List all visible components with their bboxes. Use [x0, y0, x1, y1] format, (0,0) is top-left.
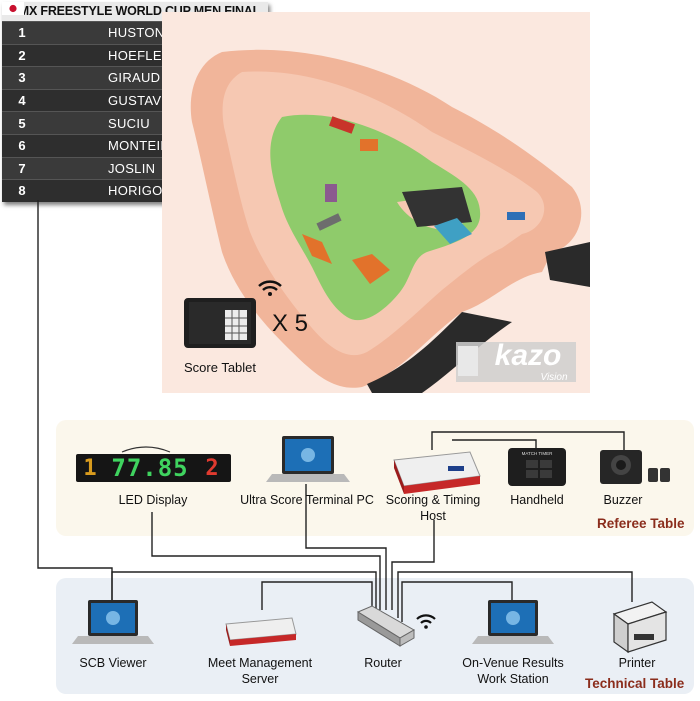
led-display-label: LED Display [118, 493, 188, 507]
rider-name: GUSTAVO [108, 93, 172, 109]
rider-name: JOSLIN [108, 160, 156, 176]
server-label-line1: Meet Management [207, 656, 313, 670]
rank-number: 5 [18, 115, 26, 131]
obstacle-blue-box [434, 218, 472, 244]
obstacle-orange-box [360, 139, 378, 151]
arena-dark-wall [367, 312, 512, 393]
scoring-host-label-line1: Scoring & Timing [385, 493, 481, 507]
router-label: Router [364, 656, 402, 670]
results-label-line2: Work Station [477, 672, 549, 686]
tablet-count-label: X 5 [271, 310, 309, 337]
score-tablet-icon [184, 298, 256, 348]
arena-green-floor [270, 114, 481, 321]
logo-sub-text: Vision [540, 372, 568, 383]
rank-number: 8 [18, 183, 26, 199]
scb-viewer-label: SCB Viewer [79, 656, 147, 670]
led-display-icon [76, 446, 231, 482]
score-tablet-label: Score Tablet [183, 360, 257, 375]
rider-name: SUCIU [108, 115, 150, 131]
scoring-host-icon [393, 451, 481, 494]
obstacle-purple-ramp [325, 184, 337, 202]
arena-illustration: Score Tablet X 5 kazo Vision [162, 12, 590, 393]
logo-main-text: kazo [494, 339, 562, 372]
obstacle-orange-ramp [302, 234, 332, 264]
obstacle-red-box [329, 116, 355, 134]
rank-number: 1 [18, 25, 26, 41]
technical-table-panel [56, 578, 694, 694]
led-right-digit: 2 [205, 455, 219, 481]
buzzer-label: Buzzer [603, 493, 643, 507]
referee-table-label: Referee Table [597, 516, 685, 531]
rank-number: 2 [18, 47, 26, 63]
wifi-icon [258, 280, 282, 296]
scb-viewer-laptop-icon [72, 600, 154, 644]
arena-dark-wall-right [545, 242, 590, 287]
rank-number: 4 [18, 93, 26, 109]
led-value: 77.85 [111, 454, 189, 482]
obstacle-grey-rail [316, 213, 342, 231]
terminal-label: Ultra Score Terminal PC [240, 493, 374, 507]
results-label-line1: On-Venue Results [462, 656, 564, 670]
results-laptop-icon [472, 600, 554, 644]
rank-number: 7 [18, 160, 26, 176]
technical-table-label: Technical Table [585, 676, 685, 691]
router-wifi-icon [416, 614, 436, 629]
printer-icon [612, 601, 668, 654]
obstacle-blue-rail [507, 212, 525, 220]
obstacle-orange-block [352, 254, 390, 284]
terminal-laptop-icon [266, 436, 350, 482]
led-display-screen: 1 77.85 2 [80, 454, 230, 482]
kazo-vision-logo [456, 342, 576, 382]
rank-number: 6 [18, 138, 26, 154]
router-icon [356, 605, 416, 647]
scoring-host-label-line2: Host [420, 509, 446, 523]
rider-name: GIRAUD [108, 70, 161, 86]
arena-drawing [184, 49, 590, 393]
led-left-digit: 1 [83, 455, 97, 481]
arena-dark-wall-mid [402, 187, 472, 227]
rider-name: HOEFLER [108, 47, 172, 63]
handheld-label: Handheld [510, 493, 564, 507]
buzzer-icon [600, 450, 670, 484]
printer-label: Printer [618, 656, 656, 670]
handheld-icon [508, 448, 566, 486]
rank-number: 3 [18, 70, 26, 86]
handheld-screen-text: MATCH TIMER [521, 451, 553, 456]
server-label-line2: Server [241, 672, 279, 686]
server-icon [225, 617, 297, 646]
japan-flag-icon [2, 2, 82, 197]
rider-name: HUSTON [108, 25, 165, 41]
network-cables [37, 200, 633, 622]
